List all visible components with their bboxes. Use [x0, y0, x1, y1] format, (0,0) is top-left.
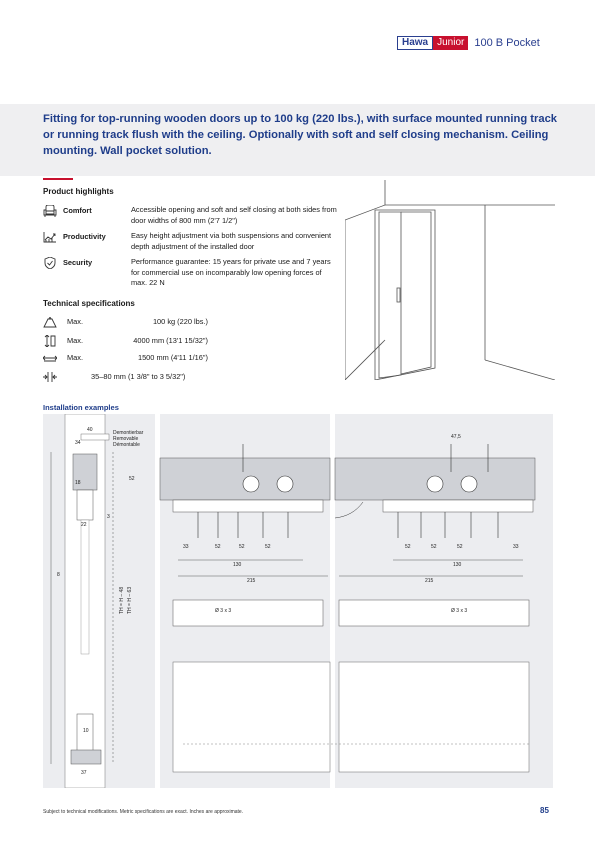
width-icon [43, 355, 57, 362]
highlight-label: Comfort [63, 206, 92, 215]
dim-label: 52 [457, 544, 463, 550]
spec-value: 4000 mm (13'1 15/32") [133, 336, 208, 345]
highlight-label: Productivity [63, 232, 106, 241]
elevation-view-right: 47,5 52 52 52 33 130 215 Ø 3 x 3 [183, 414, 553, 788]
dim-label: 33 [513, 544, 519, 550]
hole-label: Ø 3 x 3 [215, 608, 231, 614]
installation-title: Installation examples [43, 403, 119, 412]
spec-key: Max. [67, 317, 84, 326]
highlight-label: Security [63, 258, 93, 267]
spec-thickness: 35–80 mm (1 3/8" to 3 5/32") [43, 371, 213, 383]
brand-logo: Hawa Junior 100 B Pocket [397, 36, 540, 50]
room-wall-left [345, 180, 386, 380]
dim-label: 52 [239, 544, 245, 550]
specs-title: Technical specifications [43, 299, 135, 308]
elevation-view-middle: 33 52 52 52 130 215 Ø 3 x 3 [159, 414, 331, 788]
spec-key: Max. [67, 353, 84, 362]
brand-junior: Junior [433, 36, 469, 50]
room-floor-left [345, 339, 386, 380]
door-handle [396, 287, 401, 303]
dim-label: 130 [453, 562, 462, 568]
dim-label: 52 [405, 544, 411, 550]
model-name: 100 B Pocket [474, 37, 540, 49]
spec-value: 1500 mm (4'11 1/16") [137, 353, 208, 362]
dim-label: 52 [265, 544, 271, 550]
dim-label: 52 [129, 476, 135, 482]
brand-hawa: Hawa [397, 36, 434, 50]
technical-drawing: 40 34 18 52 22 3 8 10 37 Demontierbar Re… [43, 414, 553, 788]
weight-icon [43, 317, 57, 328]
dim-label: 34 [75, 440, 81, 446]
highlight-security: Security Performance guarantee: 15 years… [43, 257, 343, 289]
red-rule [43, 178, 73, 180]
dim-label: 40 [87, 427, 93, 433]
dim-label: 8 [57, 572, 60, 578]
dim-label: 130 [233, 562, 242, 568]
spec-width: Max. 1500 mm (4'11 1/16") [43, 352, 208, 364]
pocket-opening [400, 211, 432, 375]
door-frame [374, 209, 436, 380]
dismantle-label-de: Demontierbar [113, 430, 144, 436]
thickness-icon [43, 372, 57, 382]
thh2-label: TH = H – 63 [127, 587, 133, 614]
highlight-comfort: Comfort Accessible opening and soft and … [43, 205, 343, 227]
dim-label: 52 [215, 544, 221, 550]
dim-label: 215 [425, 578, 434, 584]
footer-note: Subject to technical modifications. Metr… [43, 809, 244, 815]
spec-height: Max. 4000 mm (13'1 15/32") [43, 335, 208, 347]
thh-label: TH = H – 48 [119, 587, 125, 614]
dim-label: 33 [183, 544, 189, 550]
highlight-text: Accessible opening and soft and self clo… [131, 205, 337, 225]
dim-label: 22 [81, 522, 87, 528]
dim-label: 52 [431, 544, 437, 550]
dim-label: 18 [75, 480, 81, 486]
room-floor-right [484, 359, 555, 380]
dismantle-label-en: Démontable [113, 442, 140, 448]
dim-label: 10 [83, 728, 89, 734]
spec-value: 100 kg (220 lbs.) [152, 317, 208, 326]
dim-label: 3 [107, 514, 110, 520]
intro-band [0, 104, 595, 176]
spec-value: 35–80 mm (1 3/8" to 3 5/32") [91, 372, 186, 381]
dim-label: 37 [81, 770, 87, 776]
page-number: 85 [540, 806, 549, 815]
chair-icon [43, 205, 57, 217]
hole-label: Ø 3 x 3 [451, 608, 467, 614]
highlight-text: Easy height adjustment via both suspensi… [131, 231, 332, 251]
highlight-productivity: Productivity Easy height adjustment via … [43, 231, 343, 253]
dim-label: 47,5 [451, 434, 461, 440]
chart-icon [43, 232, 56, 243]
shield-icon [44, 257, 56, 269]
dim-label: 215 [247, 578, 256, 584]
height-icon [44, 335, 56, 347]
room-illustration [345, 180, 555, 380]
highlights-title: Product highlights [43, 187, 114, 196]
intro-text: Fitting for top-running wooden doors up … [43, 113, 558, 157]
spec-key: Max. [67, 336, 84, 345]
highlight-text: Performance guarantee: 15 years for priv… [131, 257, 331, 287]
door-panel [378, 211, 402, 379]
spec-weight: Max. 100 kg (220 lbs.) [43, 316, 208, 328]
dismantle-label-fr: Removable [113, 436, 139, 442]
section-view-left: 40 34 18 52 22 3 8 10 37 Demontierbar Re… [43, 414, 155, 788]
